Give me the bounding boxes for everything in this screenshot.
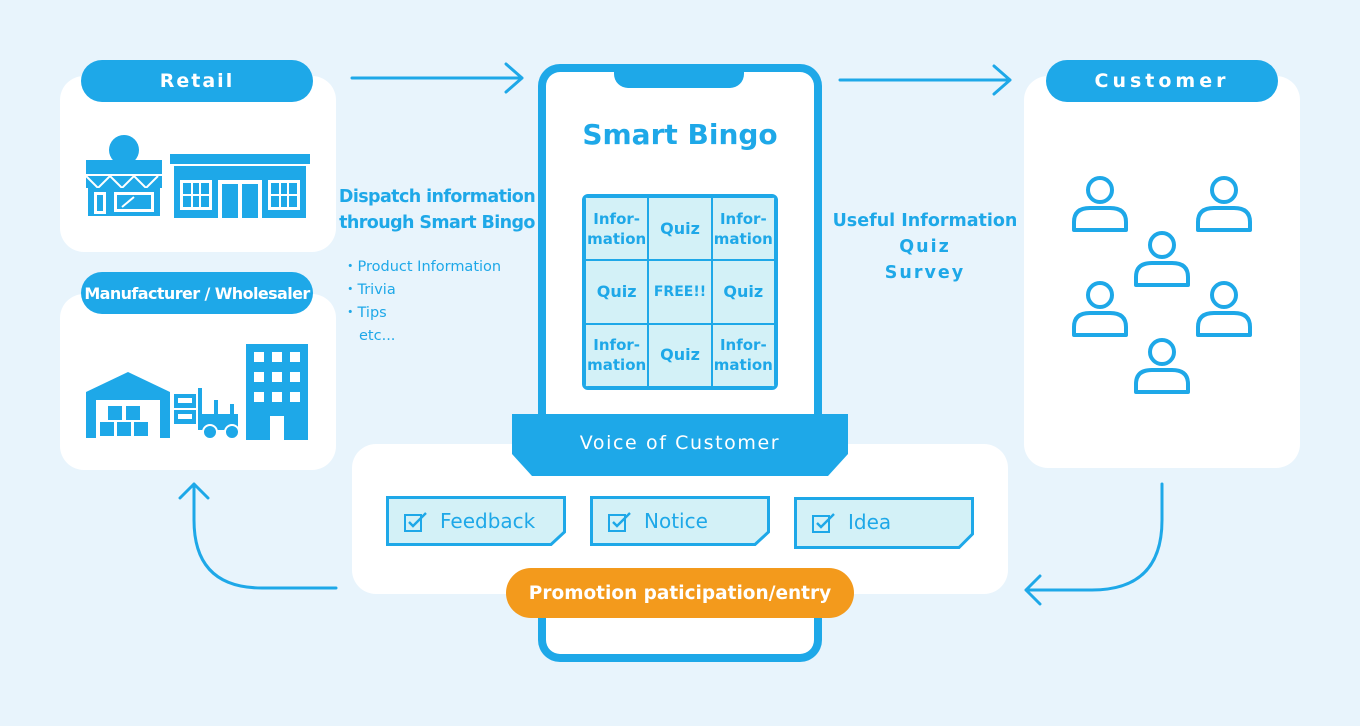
tag-shape bbox=[590, 496, 770, 546]
customer-label: Customer bbox=[1046, 60, 1278, 102]
checkbox-icon bbox=[812, 513, 835, 533]
bingo-cell-info: Infor- mation bbox=[585, 323, 649, 387]
arrow-right-icon bbox=[350, 62, 524, 94]
bingo-cell-quiz: Quiz bbox=[711, 260, 775, 324]
dispatch-title-line1: Dispatch information bbox=[338, 187, 536, 207]
dispatch-title-line2: through Smart Bingo bbox=[339, 213, 535, 233]
arrow-right-icon bbox=[838, 64, 1012, 96]
voc-title: Voice of Customer bbox=[579, 432, 781, 454]
bingo-cell-info: Infor- mation bbox=[585, 197, 649, 261]
forklift-icon bbox=[174, 388, 240, 440]
phone-notch bbox=[614, 64, 744, 88]
checkbox-icon bbox=[608, 512, 631, 532]
bingo-cell-free: FREE!! bbox=[648, 260, 712, 324]
dispatch-bullet: ・Product Information bbox=[343, 259, 502, 275]
dispatch-bullet: ・Trivia bbox=[343, 282, 396, 298]
curved-arrow-icon bbox=[1024, 482, 1164, 606]
warehouse-icon bbox=[86, 372, 170, 438]
shop-icon bbox=[85, 135, 162, 216]
bingo-cell-info: Infor- mation bbox=[711, 323, 775, 387]
dispatch-bullets: ・Product Information ・Trivia ・Tips etc..… bbox=[343, 256, 501, 348]
bingo-cell-info: Infor- mation bbox=[711, 197, 775, 261]
bingo-card: Infor- mation Quiz Infor- mation Quiz FR… bbox=[582, 194, 778, 390]
dispatch-bullet: etc... bbox=[359, 328, 396, 344]
manufacturer-label: Manufacturer / Wholesaler bbox=[81, 272, 313, 314]
useful-info-line: Quiz bbox=[899, 237, 951, 257]
bingo-cell-quiz: Quiz bbox=[585, 260, 649, 324]
checkbox-icon bbox=[404, 512, 427, 532]
bingo-cell-quiz: Quiz bbox=[648, 197, 712, 261]
voc-banner-shape bbox=[512, 414, 848, 476]
office-building-icon bbox=[246, 344, 308, 440]
dispatch-title: Dispatch information through Smart Bingo bbox=[337, 184, 537, 236]
supermarket-icon bbox=[170, 154, 310, 218]
useful-info-text: Useful Information Quiz Survey bbox=[826, 208, 1024, 286]
useful-info-line: Survey bbox=[884, 263, 966, 283]
useful-info-line: Useful Information bbox=[832, 211, 1018, 231]
tag-shape bbox=[386, 496, 566, 546]
voc-item-label: Notice bbox=[644, 509, 708, 533]
bingo-cell-quiz: Quiz bbox=[648, 323, 712, 387]
voc-item-label: Idea bbox=[848, 510, 892, 534]
promotion-label: Promotion paticipation/entry bbox=[506, 568, 854, 618]
tag-shape bbox=[794, 497, 974, 549]
retail-label: Retail bbox=[81, 60, 313, 102]
voc-item-idea: Idea bbox=[794, 497, 974, 549]
dispatch-bullet: ・Tips bbox=[343, 305, 387, 321]
voc-item-label: Feedback bbox=[440, 509, 536, 533]
voc-item-feedback: Feedback bbox=[386, 496, 566, 546]
curved-arrow-icon bbox=[178, 482, 338, 590]
phone-title: Smart Bingo bbox=[582, 118, 778, 151]
voc-item-notice: Notice bbox=[590, 496, 770, 546]
customer-card bbox=[1024, 76, 1300, 468]
